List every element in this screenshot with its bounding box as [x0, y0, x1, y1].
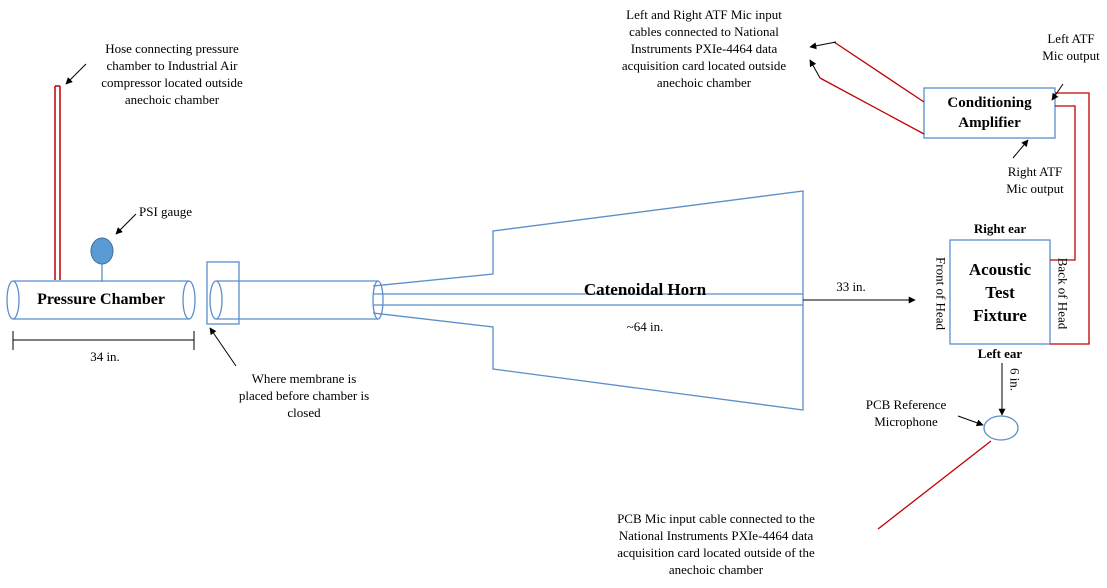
dimension-34in	[12, 331, 195, 350]
catenoidal-horn	[372, 190, 804, 411]
hose	[54, 85, 61, 280]
membrane-arrow	[209, 327, 237, 367]
atf-cables-label: Left and Right ATF Mic input cables conn…	[621, 7, 787, 90]
membrane-label: Where membrane is placed before chamber …	[238, 371, 370, 420]
right-atf-output-label: Right ATF Mic output	[1006, 164, 1064, 196]
catenoidal-horn-label: Catenoidal Horn	[583, 280, 707, 299]
atf-cables-arrow-1	[809, 41, 837, 50]
psi-gauge-label: PSI gauge	[139, 204, 193, 219]
pcb-reference-label: PCB Reference Microphone	[865, 397, 947, 429]
psi-gauge-arrow	[115, 213, 137, 235]
pcb-mic-cable	[877, 440, 992, 530]
conditioning-amplifier-box	[923, 87, 1056, 139]
left-ear-label: Left ear	[977, 346, 1023, 361]
pcb-reference-microphone	[983, 415, 1019, 441]
front-of-head-label: Front of Head	[933, 257, 949, 330]
hose-label: Hose connecting pressure chamber to Indu…	[101, 41, 243, 107]
atf-cables-arrow-2	[809, 59, 821, 79]
dimension-6in-label: 6 in.	[1007, 367, 1023, 392]
left-atf-output-arrow	[1051, 83, 1064, 101]
atf-cables	[819, 41, 1090, 345]
left-atf-output-label: Left ATF Mic output	[1042, 31, 1100, 63]
pressure-chamber	[6, 280, 196, 320]
membrane-section	[206, 261, 384, 325]
back-of-head-label: Back of Head	[1055, 257, 1071, 330]
acoustic-test-fixture-box	[949, 239, 1051, 345]
pressure-chamber-label: Pressure Chamber	[37, 291, 165, 308]
dimension-33in-label: 33 in.	[836, 279, 866, 294]
hose-label-arrow	[65, 63, 87, 85]
dimension-64in-label: ~64 in.	[626, 319, 664, 334]
right-atf-output-arrow	[1012, 139, 1029, 159]
psi-gauge-dial	[90, 237, 114, 265]
conditioning-amplifier-label: Conditioning Amplifier	[947, 95, 1032, 131]
dimension-34in-label: 34 in.	[90, 349, 120, 364]
pcb-cable-label: PCB Mic input cable connected to the Nat…	[617, 511, 815, 577]
acoustic-test-fixture-label: Acoustic Test Fixture	[968, 260, 1032, 325]
right-ear-label: Right ear	[973, 221, 1027, 236]
pcb-reference-arrow	[957, 415, 984, 427]
